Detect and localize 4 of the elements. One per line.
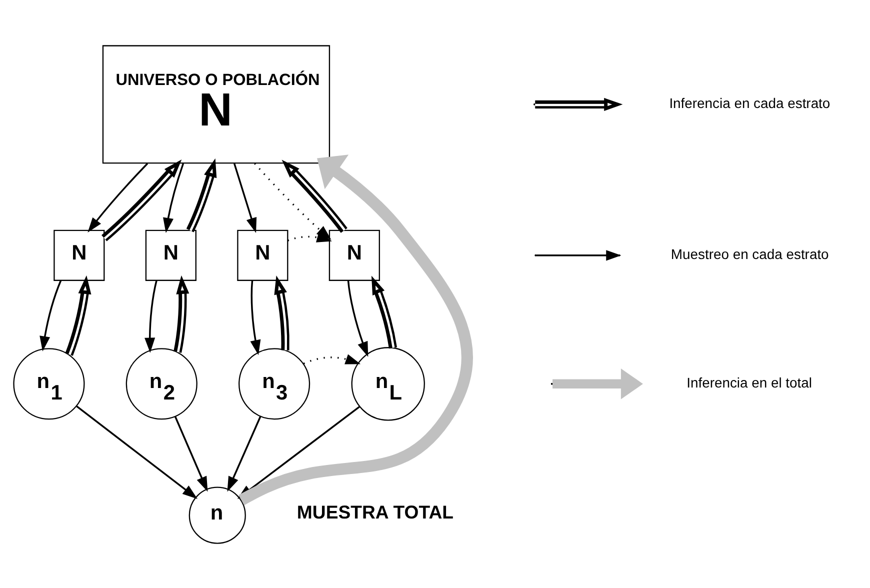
legend-label: Muestreo en cada estrato <box>670 246 828 262</box>
legend-label: Inferencia en el total <box>686 374 812 390</box>
node-label: MUESTRA TOTAL <box>296 501 453 522</box>
legend-label: Inferencia en cada estrato <box>668 94 830 111</box>
